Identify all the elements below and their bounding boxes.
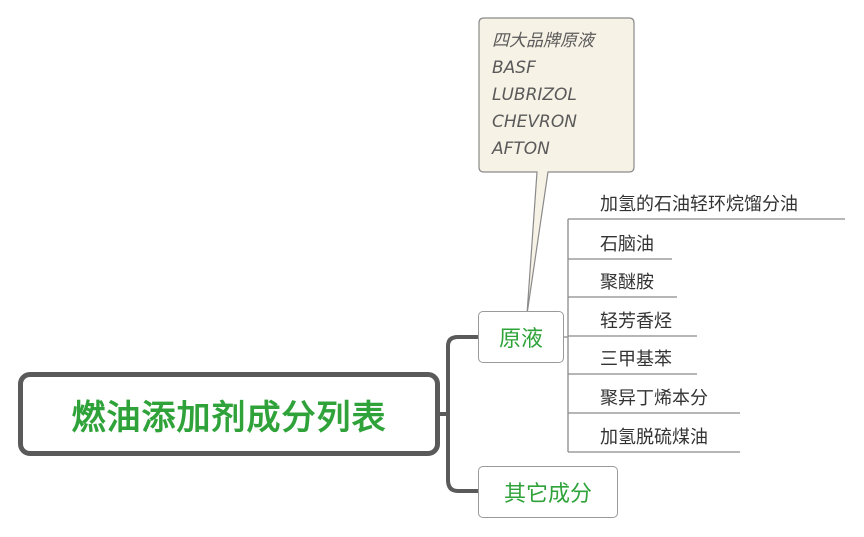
root-to-qita-connector [446, 414, 478, 493]
root-topic-label: 燃油添加剂成分列表 [71, 397, 387, 438]
callout-line: BASF [492, 58, 536, 78]
leaf-topic[interactable]: 加氢脱硫煤油 [600, 427, 708, 448]
callout-bubble [478, 17, 635, 315]
leaf-topic[interactable]: 加氢的石油轻环烷馏分油 [600, 194, 798, 215]
branch-yuanye-label: 原液 [498, 327, 543, 352]
root-to-yuanye-connector [440, 335, 478, 416]
root-topic[interactable]: 燃油添加剂成分列表 [18, 372, 440, 456]
leaf-topic[interactable]: 聚醚胺 [600, 272, 654, 293]
branch-yuanye[interactable]: 原液 [478, 311, 564, 363]
callout-line: LUBRIZOL [492, 85, 577, 105]
branch-qita[interactable]: 其它成分 [478, 466, 618, 518]
leaf-topic[interactable]: 三甲基苯 [600, 349, 672, 370]
leaf-topic[interactable]: 石脑油 [600, 234, 654, 255]
leaf-topic[interactable]: 轻芳香烃 [600, 311, 672, 332]
callout-line: AFTON [492, 139, 550, 159]
leaf-topic[interactable]: 聚异丁烯本分 [600, 388, 708, 409]
callout-line: CHEVRON [492, 112, 577, 132]
callout-line: 四大品牌原液 [492, 31, 594, 51]
branch-qita-label: 其它成分 [503, 482, 592, 507]
callout-text: 四大品牌原液 BASF LUBRIZOL CHEVRON AFTON [492, 28, 594, 163]
